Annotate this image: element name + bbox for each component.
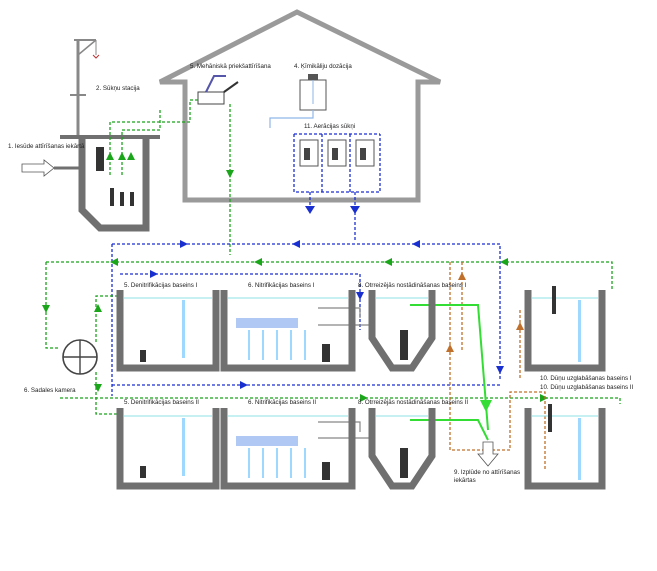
building-outline [158, 9, 442, 203]
waste-sludge-line-2 [461, 262, 521, 380]
pump-icon [140, 350, 146, 362]
blue-arrow-3 [412, 240, 420, 248]
raw-water-line [109, 99, 198, 175]
sludge-mixer-icon [578, 418, 581, 480]
blue-arrow-2 [292, 240, 300, 248]
pump-flow-arrows [106, 152, 135, 160]
arrow-dist-up [94, 304, 102, 312]
dist-to-denit1 [95, 295, 120, 342]
crane-icon [70, 39, 100, 135]
label-aeration-blowers: 11. Aerācijas sūkņi [304, 123, 355, 130]
recirc-pump-icon [322, 344, 330, 362]
label-sludge-1: 10. Dūņu uzglabāšanas baseins I [540, 375, 632, 382]
blue-arrow-4 [496, 366, 504, 374]
gray-transfer-2 [318, 421, 372, 439]
sludge-mixer-icon [578, 300, 581, 362]
sludge-pump-icon [552, 286, 556, 314]
mixer-icon [182, 418, 185, 476]
label-settle-2: 8. Otrreizējās nostādināšanas baseins II [358, 399, 468, 406]
treated-water-line-1 [410, 304, 489, 431]
blue-arrow-385 [240, 381, 248, 389]
label-distribution: 6. Sadales kamera [24, 387, 76, 394]
label-pump-station: 2. Sūkņu stacija [96, 85, 140, 92]
nitr-tank-1 [220, 290, 356, 372]
gray-transfer-1 [318, 307, 372, 326]
mechanical-pretreatment-unit [197, 75, 239, 105]
label-mechanical: 5. Mehāniskā priekšattīrīšana [190, 63, 271, 70]
arrow-dist-down [94, 384, 102, 392]
sludge-tank-2 [524, 408, 606, 490]
pretreated-arrow [226, 170, 234, 178]
green-arrow-left [42, 305, 50, 313]
screen-device [96, 147, 104, 171]
label-denit-2: 5. Denitrifikācijas baseins II [124, 399, 199, 406]
pump-units [110, 188, 134, 206]
label-chem-dosing: 4. Ķīmikāliju dozācija [294, 63, 352, 70]
distribution-green-left [45, 262, 60, 349]
settle-tank-1 [368, 290, 436, 372]
dist-to-denit2 [95, 372, 120, 415]
settle-tank-2 [368, 408, 436, 490]
nitr-tank-2 [220, 408, 356, 490]
mixer-icon [182, 300, 185, 358]
distribution-chamber [62, 339, 98, 375]
denit-tank-1 [116, 290, 220, 372]
label-inlet: 1. Iesūde attīrīšanas iekārtā [8, 143, 85, 150]
blower-air-lines [293, 133, 381, 193]
waste-sludge-line [449, 262, 546, 470]
pump-station-walls [78, 138, 150, 232]
inlet-arrow-icon [21, 159, 55, 177]
label-outlet-2: iekārtas [454, 477, 476, 484]
green-line-398 [60, 397, 621, 404]
diffuser-grid [236, 436, 306, 478]
raw-water-line-2 [121, 110, 161, 175]
treated-water-line-2 [410, 419, 489, 441]
distribution-green-top [46, 261, 613, 290]
return-sludge-line [112, 243, 501, 380]
aeration-blowers [299, 139, 375, 167]
chemical-dosing-tank [299, 74, 327, 111]
settler-pump-icon [400, 448, 408, 478]
label-denit-1: 5. Denitrifikācijas baseins I [124, 282, 198, 289]
blue-arrow-1 [180, 240, 188, 248]
label-nitr-1: 6. Nitrifikācijas baseins I [248, 282, 315, 289]
outlet-arrow-icon [477, 441, 499, 467]
label-sludge-2: 10. Dūņu uzglabāšanas baseins II [540, 384, 634, 391]
sludge-pump-icon [548, 404, 552, 432]
chem-dosing-line [269, 110, 314, 128]
treated-arrow [480, 400, 492, 412]
settler-pump-icon [400, 330, 408, 360]
label-nitr-2: 6. Nitrifikācijas baseins II [248, 399, 316, 406]
air-arrow-icons [305, 206, 360, 214]
recirc-pump-icon [322, 462, 330, 480]
label-settle-1: 8. Otrreizējās nostādināšanas baseins I [358, 282, 467, 289]
label-outlet-1: 9. Izplūde no attīrīšanas [454, 469, 520, 476]
pump-icon [140, 466, 146, 478]
denit-tank-2 [116, 408, 220, 490]
diffuser-grid [236, 318, 306, 360]
sludge-tank-1 [524, 290, 606, 372]
